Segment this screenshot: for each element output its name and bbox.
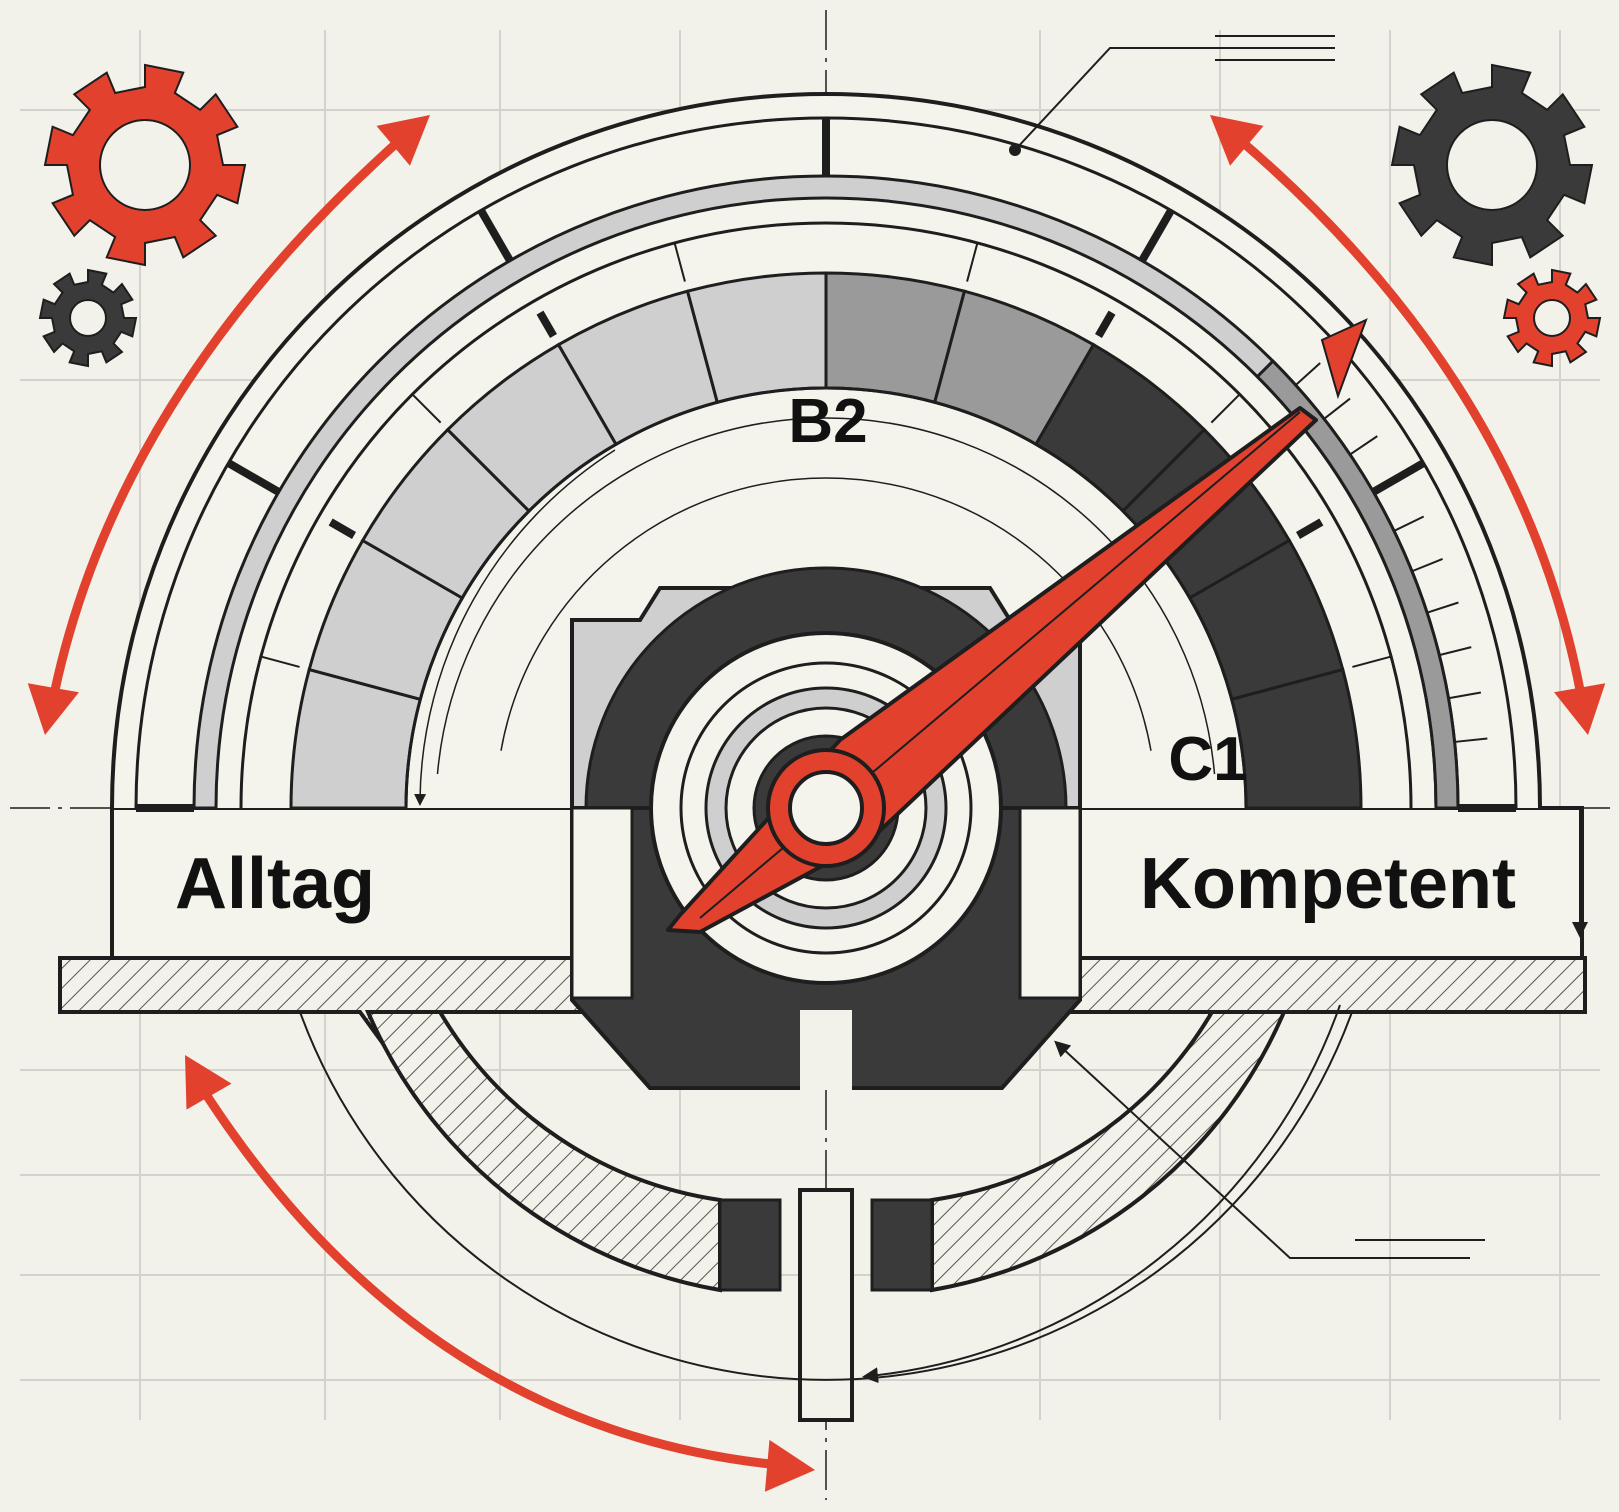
callout-leader-top bbox=[1014, 47, 1335, 151]
side-label-kompetent: Kompetent bbox=[1140, 844, 1516, 924]
hub-bracket-right bbox=[1018, 806, 1082, 1000]
mid-tick bbox=[411, 393, 442, 424]
mid-major-tick bbox=[328, 518, 357, 539]
minor-tick bbox=[1454, 737, 1488, 743]
side-label-alltag: Alltag bbox=[175, 844, 375, 924]
major-tick bbox=[477, 208, 514, 263]
callout-leader-bottom bbox=[1054, 1040, 1470, 1259]
mid-major-tick bbox=[1295, 518, 1324, 539]
mid-tick bbox=[966, 242, 979, 282]
mid-tick bbox=[1210, 393, 1241, 424]
minor-tick bbox=[1294, 362, 1321, 386]
gear-large-dark-icon bbox=[1390, 63, 1594, 267]
hub-slot bbox=[800, 1010, 852, 1090]
gear-large-red-icon bbox=[43, 63, 247, 267]
dimension-arc-left bbox=[414, 449, 616, 806]
needle-icon bbox=[666, 318, 1368, 934]
mid-major-tick bbox=[536, 310, 557, 339]
level-label-b2: B2 bbox=[788, 387, 867, 456]
minor-tick bbox=[1372, 474, 1403, 493]
hub-bracket-left bbox=[570, 806, 634, 1000]
level-ring-inner bbox=[404, 386, 1248, 809]
gear-small-dark-icon bbox=[38, 268, 138, 368]
minor-tick bbox=[1349, 435, 1378, 456]
middle-ring bbox=[239, 221, 1413, 809]
outer-arc bbox=[110, 92, 1542, 809]
major-tick bbox=[1138, 208, 1175, 263]
scale-band-high bbox=[1255, 358, 1460, 810]
double-arrow-bottom-icon bbox=[185, 1055, 815, 1492]
minor-tick bbox=[1448, 691, 1482, 700]
mid-major-tick bbox=[1095, 310, 1116, 339]
double-arrow-left-icon bbox=[27, 115, 430, 735]
mid-tick bbox=[1352, 655, 1392, 668]
dimension-arc bbox=[862, 1004, 1341, 1384]
mid-tick bbox=[260, 655, 300, 668]
inner-thin-arc bbox=[436, 417, 1216, 775]
gauge-stem bbox=[798, 1188, 854, 1422]
minor-tick bbox=[1426, 601, 1459, 614]
mid-tick bbox=[673, 242, 686, 282]
callout-dot bbox=[1009, 144, 1021, 156]
level-label-c1: C1 bbox=[1168, 725, 1247, 794]
lower-outline-arc bbox=[299, 1011, 1353, 1381]
minor-tick bbox=[1411, 557, 1443, 573]
gear-small-red-icon bbox=[1502, 268, 1602, 368]
major-tick bbox=[226, 459, 281, 496]
minor-tick bbox=[1393, 515, 1425, 532]
double-arrow-right-icon bbox=[1210, 115, 1606, 735]
block-bottom-left bbox=[718, 1198, 782, 1292]
minor-tick bbox=[1323, 397, 1351, 420]
block-bottom-right bbox=[870, 1198, 934, 1292]
gauge-body bbox=[58, 35, 1588, 1422]
hub-ring bbox=[679, 661, 973, 955]
minor-tick bbox=[1438, 646, 1472, 657]
